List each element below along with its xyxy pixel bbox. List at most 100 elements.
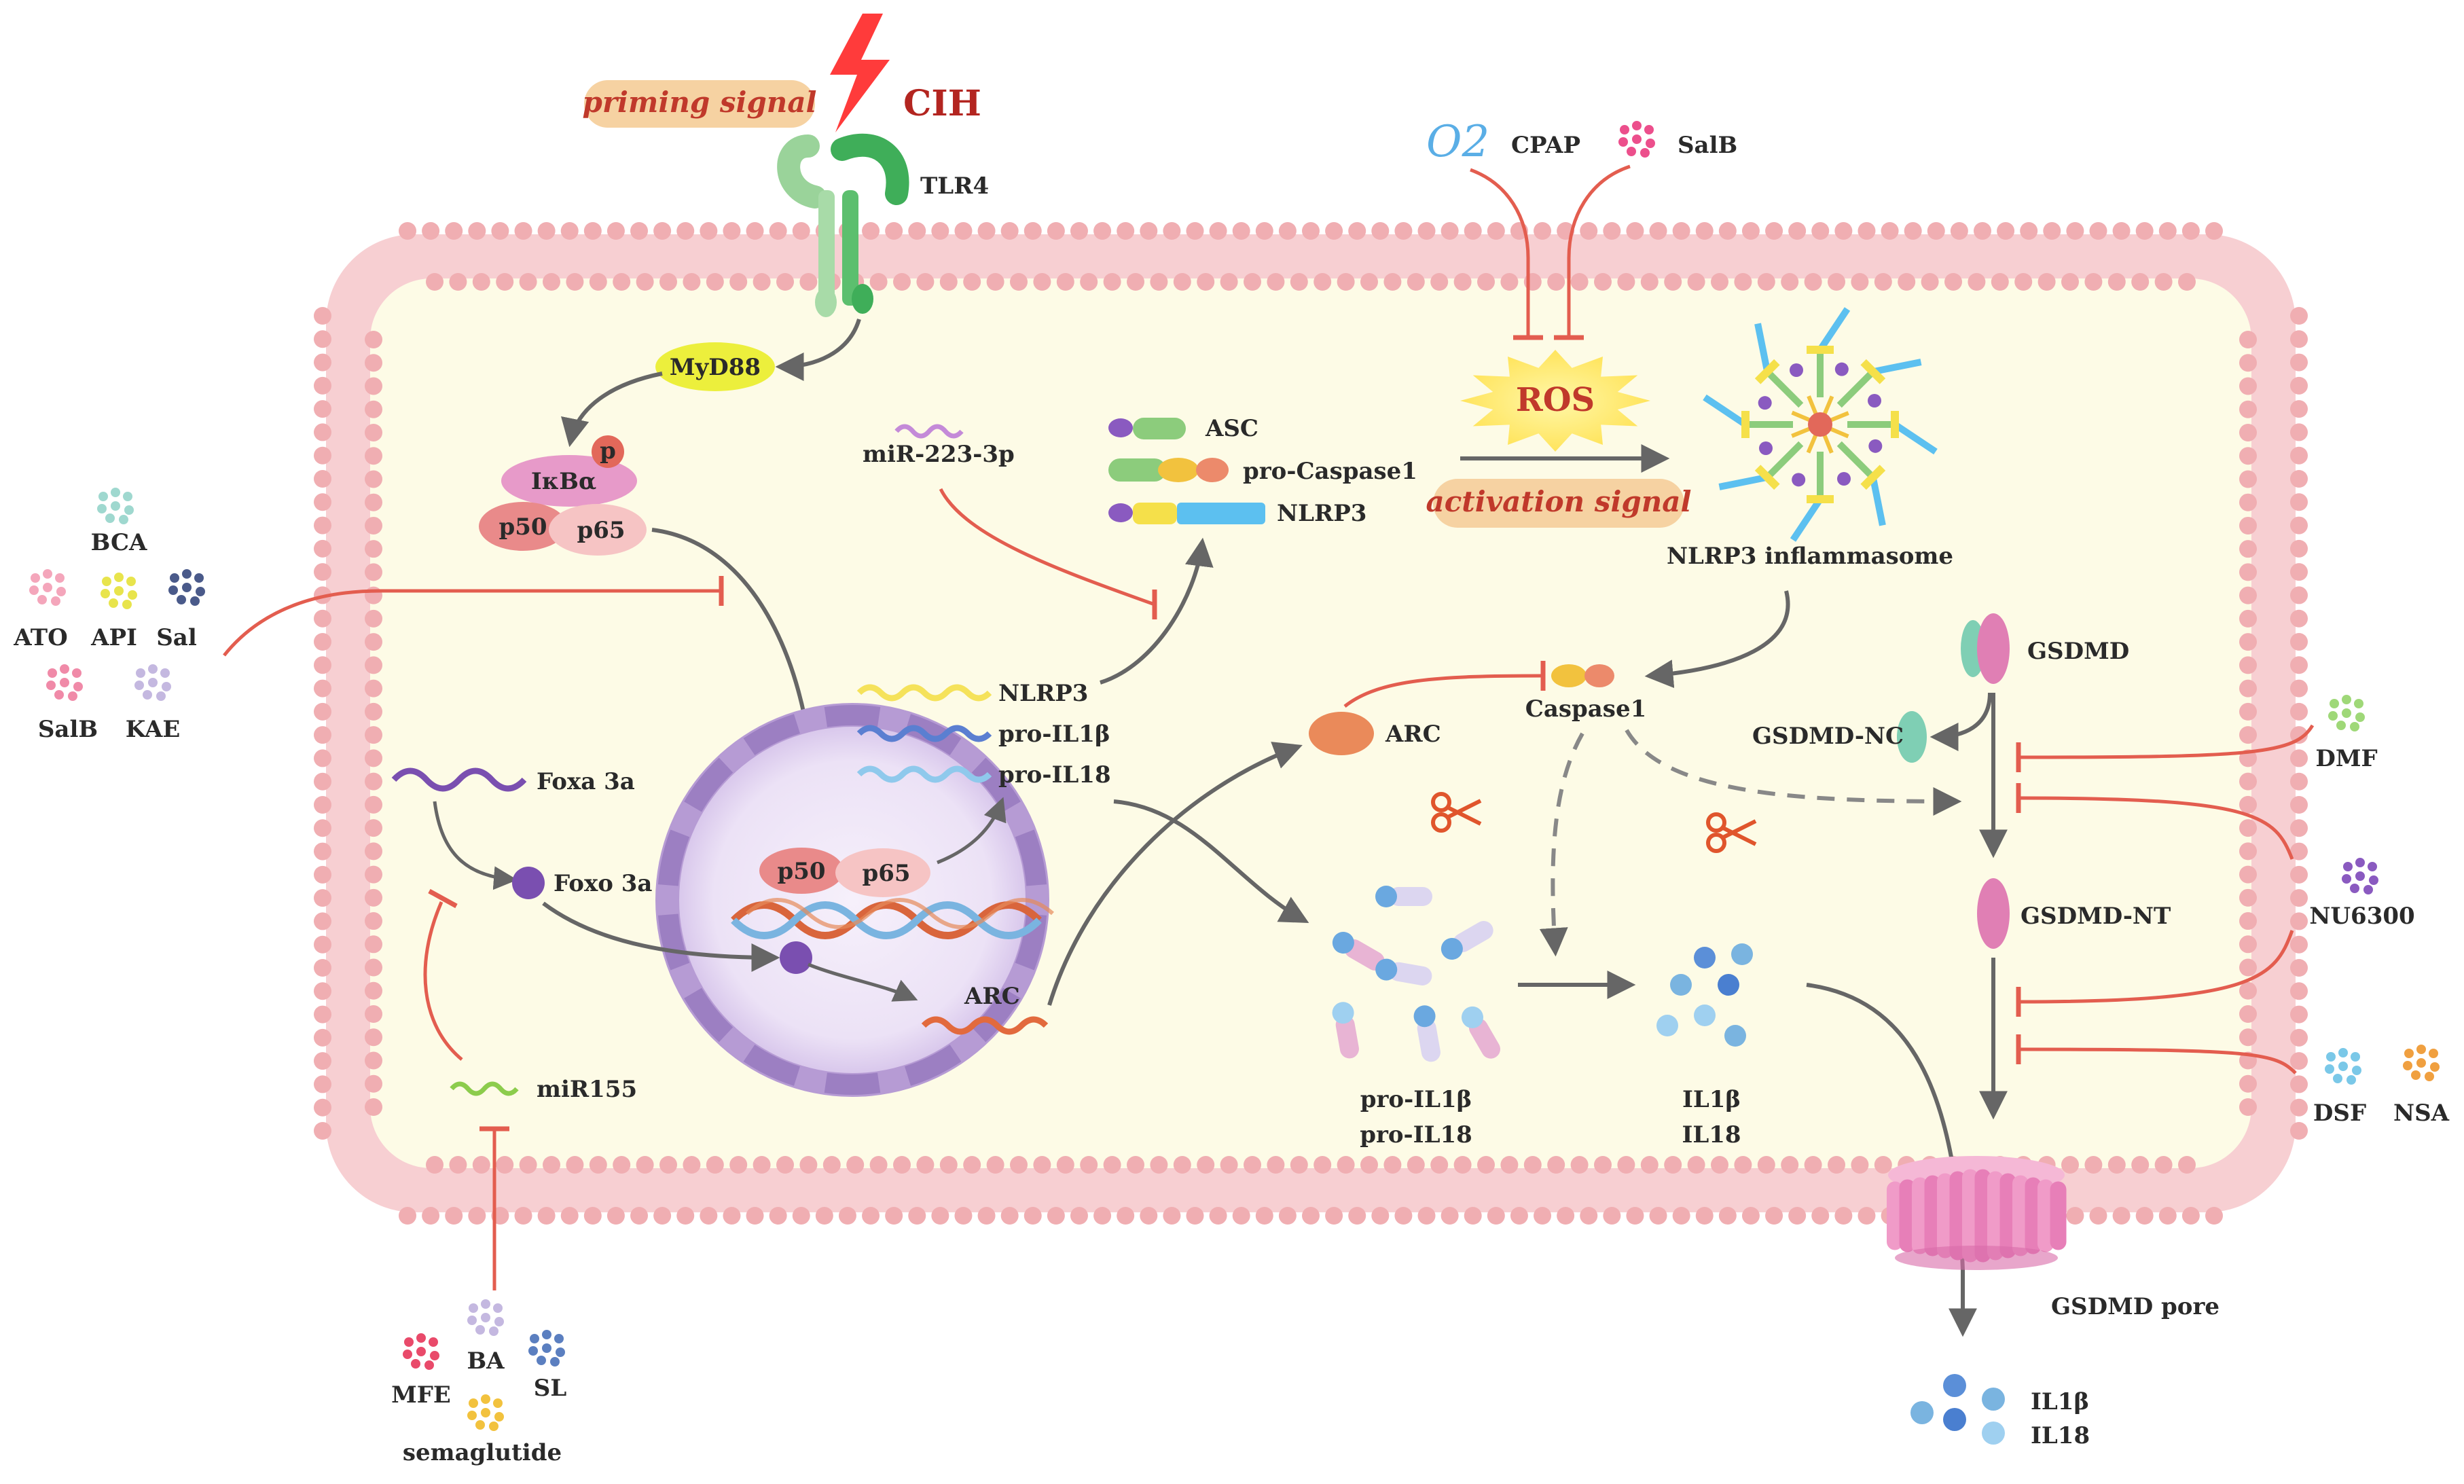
lipid-head bbox=[1070, 222, 1088, 240]
lipid-head bbox=[2290, 772, 2308, 791]
p50-label: p50 bbox=[499, 513, 547, 541]
drug-icon bbox=[2328, 695, 2365, 731]
lipid-head bbox=[514, 1207, 532, 1225]
inflammasome-nacht bbox=[1754, 465, 1780, 490]
drug-label: MFE bbox=[391, 1381, 451, 1409]
lipid-head bbox=[916, 273, 935, 291]
lipid-head bbox=[314, 749, 331, 767]
pore-subunit bbox=[1887, 1181, 1903, 1250]
drug-label: NU6300 bbox=[2309, 903, 2414, 930]
lipid-head bbox=[314, 330, 331, 348]
salb-top-drug-icon bbox=[1618, 121, 1655, 158]
lipid-head bbox=[1173, 273, 1191, 291]
lipid-head bbox=[1626, 1207, 1644, 1225]
lipid-head bbox=[1811, 222, 1830, 240]
lipid-head bbox=[468, 1207, 486, 1225]
lipid-head bbox=[519, 1156, 537, 1174]
lipid-head bbox=[954, 222, 973, 240]
lipid-head bbox=[1664, 273, 1682, 291]
inflammasome-pyd bbox=[1790, 363, 1803, 377]
lipid-head bbox=[426, 1156, 443, 1174]
nuc-arc-label: ARC bbox=[964, 983, 1020, 1010]
lipid-head bbox=[986, 273, 1004, 291]
lipid-head bbox=[314, 959, 331, 977]
inflammasome-pyd bbox=[1759, 441, 1773, 455]
lipid-head bbox=[2181, 222, 2200, 240]
lipid-head bbox=[314, 819, 331, 837]
lipid-head bbox=[426, 273, 443, 291]
lipid-head bbox=[314, 353, 331, 372]
lipid-head bbox=[1603, 222, 1621, 240]
lipid-head bbox=[954, 1207, 973, 1225]
lipid-head bbox=[2239, 819, 2257, 837]
drug-label: BA bbox=[467, 1347, 505, 1375]
inflammasome-pyd bbox=[1868, 394, 1881, 408]
caspase1-label: Caspase1 bbox=[1525, 695, 1646, 723]
lipid-head bbox=[606, 222, 625, 240]
arc-mrna-to-arc-arrow bbox=[1047, 742, 1303, 1006]
lipid-head bbox=[314, 1075, 331, 1093]
lipid-head bbox=[314, 446, 331, 465]
lipid-head bbox=[746, 222, 764, 240]
lipid-head bbox=[1557, 1207, 1575, 1225]
lipid-head bbox=[2131, 1156, 2150, 1174]
lipid-head bbox=[2239, 354, 2257, 372]
caspase1-to-il-dashed-arrow bbox=[1539, 732, 1584, 957]
lipid-head bbox=[1117, 1207, 1135, 1225]
lipid-head bbox=[1570, 1156, 1589, 1174]
drug-icon bbox=[528, 1330, 565, 1367]
lipid-head bbox=[1711, 1156, 1728, 1174]
lipid-head bbox=[1407, 1156, 1425, 1174]
lipid-head bbox=[838, 1207, 856, 1225]
lipid-head bbox=[636, 273, 654, 291]
lipid-head bbox=[365, 493, 382, 511]
nuclear-envelope-segment bbox=[824, 705, 881, 727]
lipid-head bbox=[1383, 273, 1402, 291]
lipid-head bbox=[519, 273, 537, 291]
drug-icon bbox=[2403, 1045, 2440, 1081]
lipid-head bbox=[1127, 1156, 1144, 1174]
tlr4-stem-right bbox=[842, 190, 858, 306]
lipid-head bbox=[1080, 1156, 1098, 1174]
lipid-head bbox=[2290, 633, 2308, 651]
nuclear-envelope-segment bbox=[743, 1044, 801, 1086]
inflammasome-lrr bbox=[1703, 394, 1747, 428]
il18-label: IL18 bbox=[1682, 1121, 1741, 1148]
lipid-head bbox=[2154, 273, 2173, 291]
lipid-head bbox=[2135, 222, 2154, 240]
dna-strand-3 bbox=[746, 898, 1054, 929]
lipid-head bbox=[2239, 958, 2257, 977]
nuclear-pores bbox=[657, 705, 1047, 1095]
lipid-head bbox=[589, 1156, 607, 1174]
lipid-head bbox=[2290, 796, 2308, 814]
lipid-head bbox=[893, 1156, 911, 1174]
lipid-head bbox=[1255, 1207, 1273, 1225]
lipid-head bbox=[2290, 726, 2308, 744]
pro-il-pill bbox=[1462, 1006, 1500, 1059]
lipid-head bbox=[2290, 1122, 2308, 1140]
dna-strand-2 bbox=[731, 901, 1042, 939]
lipid-head bbox=[365, 609, 382, 628]
priming-signal-text: priming signal bbox=[582, 86, 816, 119]
ros-burst bbox=[1460, 350, 1650, 452]
lipid-head bbox=[1441, 1207, 1459, 1225]
nuclear-envelope-segment bbox=[684, 988, 733, 1043]
lipid-head bbox=[314, 865, 331, 884]
gsdmd-label: GSDMD bbox=[2027, 638, 2129, 665]
lipid-head bbox=[399, 1207, 416, 1225]
mir223-inhibition-line bbox=[939, 488, 1155, 607]
lipid-head bbox=[314, 307, 331, 325]
lipid-head bbox=[2131, 273, 2150, 291]
lipid-head bbox=[1103, 1156, 1121, 1174]
lipid-head bbox=[630, 1207, 649, 1225]
lipid-head bbox=[700, 222, 718, 240]
mrna-to-nlrp3-components-arrow bbox=[1100, 537, 1214, 685]
lipid-head bbox=[1010, 273, 1028, 291]
lipid-head bbox=[1150, 1156, 1168, 1174]
gsdmd-nc-label: GSDMD-NC bbox=[1752, 723, 1904, 750]
il-molecule bbox=[1694, 1005, 1716, 1026]
lipid-head bbox=[314, 470, 331, 488]
lipid-head bbox=[1056, 1156, 1074, 1174]
lipid-head bbox=[1640, 273, 1659, 291]
pore-subunit bbox=[2037, 1179, 2054, 1252]
